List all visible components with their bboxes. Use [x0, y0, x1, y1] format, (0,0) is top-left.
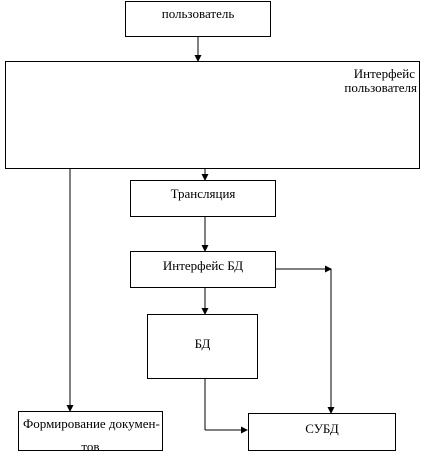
user-interface-label-line2: пользователя — [344, 80, 417, 95]
db-interface-node: Интерфейс БД — [130, 251, 276, 288]
dbms-label: СУБД — [305, 421, 339, 436]
documents-node: Формирование докумен- тов — [18, 411, 163, 451]
user-interface-node: Интерфейс пользователя — [5, 61, 420, 169]
translation-label: Трансляция — [170, 186, 236, 201]
documents-label-line2: тов — [81, 439, 100, 451]
translation-node: Трансляция — [130, 180, 276, 217]
db-label: БД — [194, 336, 211, 351]
dbms-node: СУБД — [248, 413, 396, 451]
documents-label-line1: Формирование докумен- — [23, 416, 160, 431]
user-node: пользователь — [125, 1, 271, 37]
user-label: пользователь — [161, 6, 235, 21]
db-interface-label: Интерфейс БД — [162, 258, 244, 273]
user-interface-label-line1: Интерфейс — [353, 66, 415, 81]
db-node: БД — [147, 314, 258, 379]
